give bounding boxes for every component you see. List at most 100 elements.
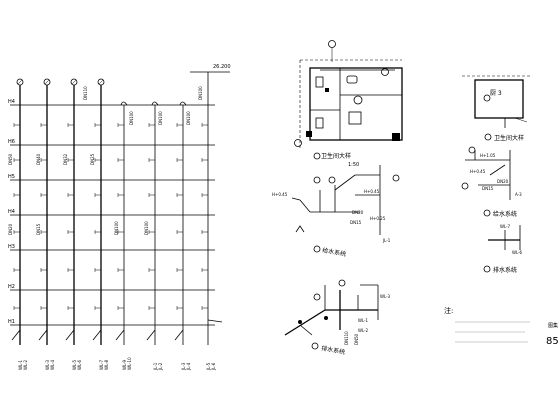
supply-system-right: H+1.05 H+0.45 DN15 DN20 A-3 给水系统 (461, 146, 522, 218)
risers (19, 71, 230, 345)
floor-drain (298, 320, 302, 324)
system-tag: WL-6 (512, 250, 523, 255)
pipe-size-label: DN20 (497, 179, 509, 184)
riser-tag: WL-9 (122, 359, 127, 370)
system-marker (483, 265, 491, 273)
system-tag: A-3 (515, 192, 522, 197)
system-title: 排水系统 (493, 266, 517, 274)
riser-tag: JL-1 (153, 362, 158, 371)
system-marker (311, 342, 319, 350)
column (392, 133, 400, 141)
pipe-size-label: DN50 (354, 333, 359, 345)
toilet-fixture (315, 117, 324, 129)
drain-fixture (353, 95, 363, 105)
notes-heading: 注: (444, 306, 453, 315)
pipe-size-label: DN40 (36, 153, 41, 165)
toilet-fixture (315, 76, 324, 88)
notes-block: 注: 图集 85 (444, 306, 559, 347)
system-tag: WL-2 (358, 328, 369, 333)
drain-stack (325, 88, 329, 92)
riser-tag: WL-2 (23, 359, 28, 370)
pipe-size-label: DN110 (83, 86, 88, 100)
pipe-size-label: DN32 (63, 153, 68, 165)
riser-tag: WL-4 (50, 359, 55, 370)
supply-system-mid: H+0.45 H+0.45 H+0.25 DN20 DN15 JL-1 给水系统 (272, 165, 400, 258)
riser-diagram: H4 H6 H5 H4 H3 H2 H1 26.200 (8, 64, 231, 371)
riser-tag: JL-3 (181, 362, 186, 371)
tag-bubble (338, 279, 346, 287)
floor-label: H3 (8, 244, 15, 250)
plan-marker (313, 152, 321, 160)
system-tag: WL-1 (358, 318, 369, 323)
floor-drain (483, 94, 491, 102)
plan-title: 卫生间大样 (321, 152, 351, 160)
system-tag: JL-1 (382, 238, 391, 243)
elevation-label: H+0.45 (272, 192, 288, 197)
riser-tag: JL-2 (158, 362, 163, 371)
system-title: 给水系统 (493, 210, 517, 218)
riser-tag: WL-7 (99, 359, 104, 370)
system-title: 排水系统 (321, 344, 346, 356)
pipe-size-label: DN100 (114, 221, 119, 235)
floor-label: H2 (8, 284, 15, 290)
plan-scale: 1:50 (348, 162, 359, 168)
elevation-label: H+0.45 (470, 169, 486, 174)
pipe-size-label: DN110 (344, 331, 349, 345)
tag-bubble (468, 146, 476, 154)
axis-bubble (328, 40, 336, 48)
pipe-size-label: DN15 (36, 223, 41, 235)
pipe-size-label: DN100 (198, 86, 203, 100)
pipe-size-label: DN15 (350, 220, 362, 225)
tub-fixture (348, 111, 362, 125)
branch-stubs (13, 123, 208, 310)
plan-title: 卫生间大样 (494, 134, 524, 142)
notes-right-number: 85 (546, 336, 559, 347)
system-title: 给水系统 (322, 246, 347, 258)
floor-label: H1 (8, 319, 15, 325)
elevation-label: H+0.45 (364, 189, 380, 194)
riser-tag: WL-5 (72, 359, 77, 370)
pipe-size-label: DN100 (186, 111, 191, 125)
floor-label: H6 (8, 139, 15, 145)
plan-marker (484, 133, 492, 141)
floor-drain (324, 316, 328, 320)
riser-exits (11, 319, 223, 341)
tag-bubble (328, 176, 336, 184)
pipe-size-label: DN50 (8, 153, 13, 165)
riser-tag: WL-10 (127, 357, 132, 370)
riser-tag: JL-4 (186, 362, 191, 371)
axis-bubble (294, 139, 302, 147)
riser-tag: WL-6 (77, 359, 82, 370)
riser-tag: WL-3 (45, 359, 50, 370)
system-marker (483, 209, 491, 217)
pipe-size-label: DN20 (352, 210, 364, 215)
elevation-label: H+0.25 (370, 216, 386, 221)
axis-bubble (381, 68, 389, 76)
riser-tag: JL-6 (211, 362, 216, 371)
tag-bubble (313, 176, 321, 184)
drain-system-right: WL-7 WL-6 排水系统 (483, 224, 523, 274)
floor-label: H4 (8, 209, 15, 215)
small-bathroom-plan: 厨 3 卫生间大样 (462, 75, 530, 142)
floor-label: H5 (8, 174, 15, 180)
floor-label: H4 (8, 99, 15, 105)
tag-bubble (313, 293, 321, 301)
tag-bubble (392, 174, 400, 182)
column (306, 131, 312, 137)
sink-fixture (346, 75, 358, 84)
pipe-size-label: DN15 (482, 186, 494, 191)
drain-system-mid: WL-1 WL-2 WL-3 DN110 DN50 排水系统 (284, 279, 391, 356)
pipe-size-label: DN25 (90, 153, 95, 165)
notes-right-label: 图集 (548, 322, 558, 329)
top-elevation: 26.200 (213, 64, 231, 70)
large-bathroom-plan: 卫生间大样 1:50 (294, 40, 403, 168)
tag-bubble (461, 182, 469, 190)
floor-lines (10, 104, 215, 326)
pipe-size-label: DN100 (144, 221, 149, 235)
room-label: 厨 3 (490, 90, 502, 97)
riser-tag: WL-1 (18, 359, 23, 370)
pipe-size-label: DN20 (8, 223, 13, 235)
pipe-size-label: DN100 (129, 111, 134, 125)
system-tag: WL-7 (500, 224, 511, 229)
